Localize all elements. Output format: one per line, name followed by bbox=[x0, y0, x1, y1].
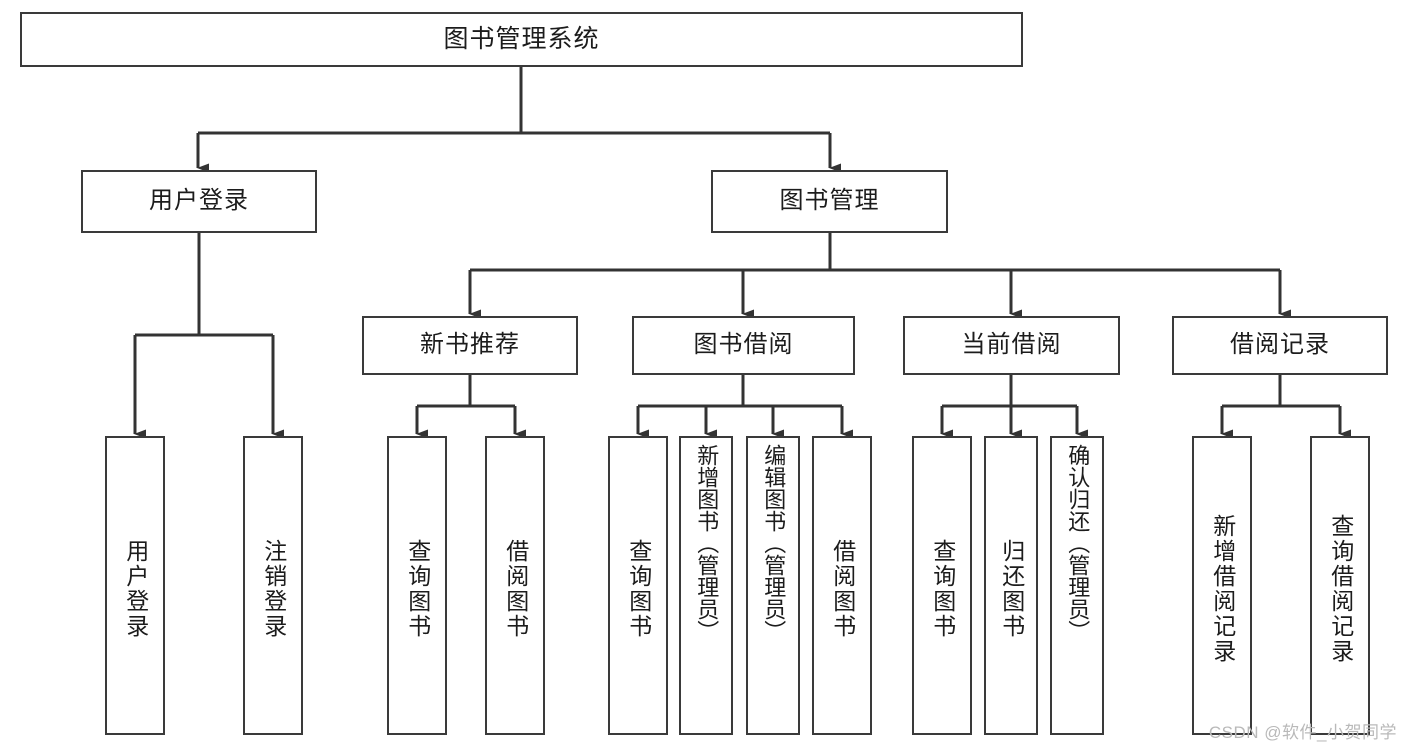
node-root[interactable]: 图书管理系统 bbox=[20, 12, 1023, 67]
node-book-borrow[interactable]: 图书借阅 bbox=[632, 316, 855, 375]
node-borrow-record-label: 借阅记录 bbox=[1230, 331, 1330, 359]
node-book-manage[interactable]: 图书管理 bbox=[711, 170, 948, 233]
node-user-login[interactable]: 用户登录 bbox=[81, 170, 317, 233]
node-current-borrow[interactable]: 当前借阅 bbox=[903, 316, 1120, 375]
node-current-borrow-label: 当前借阅 bbox=[961, 331, 1062, 359]
node-root-label: 图书管理系统 bbox=[443, 24, 600, 53]
node-book-borrow-label: 图书借阅 bbox=[693, 331, 794, 359]
node-leaf-cur-confirm-return[interactable]: 确认归还（管理员） bbox=[1050, 436, 1104, 735]
node-leaf-rec-borrow-book-label: 借阅图书 bbox=[502, 538, 529, 639]
node-leaf-cur-query-book[interactable]: 查询图书 bbox=[912, 436, 972, 735]
node-leaf-user-logout[interactable]: 注销登录 bbox=[243, 436, 303, 735]
node-leaf-rec-add-record[interactable]: 新增借阅记录 bbox=[1192, 436, 1252, 735]
node-user-login-label: 用户登录 bbox=[149, 187, 249, 215]
node-borrow-record[interactable]: 借阅记录 bbox=[1172, 316, 1388, 375]
node-leaf-rec-query-book[interactable]: 查询图书 bbox=[387, 436, 447, 735]
node-leaf-borrow-add-book-label: 新增图书（管理员） bbox=[694, 444, 720, 642]
node-leaf-cur-return-book-label: 归还图书 bbox=[998, 538, 1025, 639]
node-leaf-cur-return-book[interactable]: 归还图书 bbox=[984, 436, 1038, 735]
node-leaf-user-login-label: 用户登录 bbox=[122, 538, 149, 639]
node-new-book-rec[interactable]: 新书推荐 bbox=[362, 316, 578, 375]
node-leaf-user-login[interactable]: 用户登录 bbox=[105, 436, 165, 735]
node-leaf-borrow-edit-book-label: 编辑图书（管理员） bbox=[761, 444, 787, 642]
node-leaf-user-logout-label: 注销登录 bbox=[260, 538, 287, 639]
node-leaf-cur-query-book-label: 查询图书 bbox=[929, 538, 956, 639]
node-leaf-rec-borrow-book[interactable]: 借阅图书 bbox=[485, 436, 545, 735]
node-leaf-rec-query-book-label: 查询图书 bbox=[404, 538, 431, 639]
node-leaf-rec-query-record[interactable]: 查询借阅记录 bbox=[1310, 436, 1370, 735]
node-leaf-rec-query-record-label: 查询借阅记录 bbox=[1327, 513, 1354, 664]
node-leaf-borrow-add-book[interactable]: 新增图书（管理员） bbox=[679, 436, 733, 735]
csdn-watermark: CSDN @软件_小贺同学 bbox=[1208, 723, 1397, 742]
node-leaf-borrow-edit-book[interactable]: 编辑图书（管理员） bbox=[746, 436, 800, 735]
node-book-manage-label: 图书管理 bbox=[779, 187, 880, 215]
node-new-book-rec-label: 新书推荐 bbox=[420, 331, 520, 359]
node-leaf-borrow-query-book[interactable]: 查询图书 bbox=[608, 436, 668, 735]
node-leaf-cur-confirm-return-label: 确认归还（管理员） bbox=[1065, 444, 1091, 642]
node-leaf-rec-add-record-label: 新增借阅记录 bbox=[1209, 513, 1236, 664]
node-leaf-borrow-borrow-book[interactable]: 借阅图书 bbox=[812, 436, 872, 735]
node-leaf-borrow-borrow-book-label: 借阅图书 bbox=[829, 538, 856, 639]
node-leaf-borrow-query-book-label: 查询图书 bbox=[625, 538, 652, 639]
